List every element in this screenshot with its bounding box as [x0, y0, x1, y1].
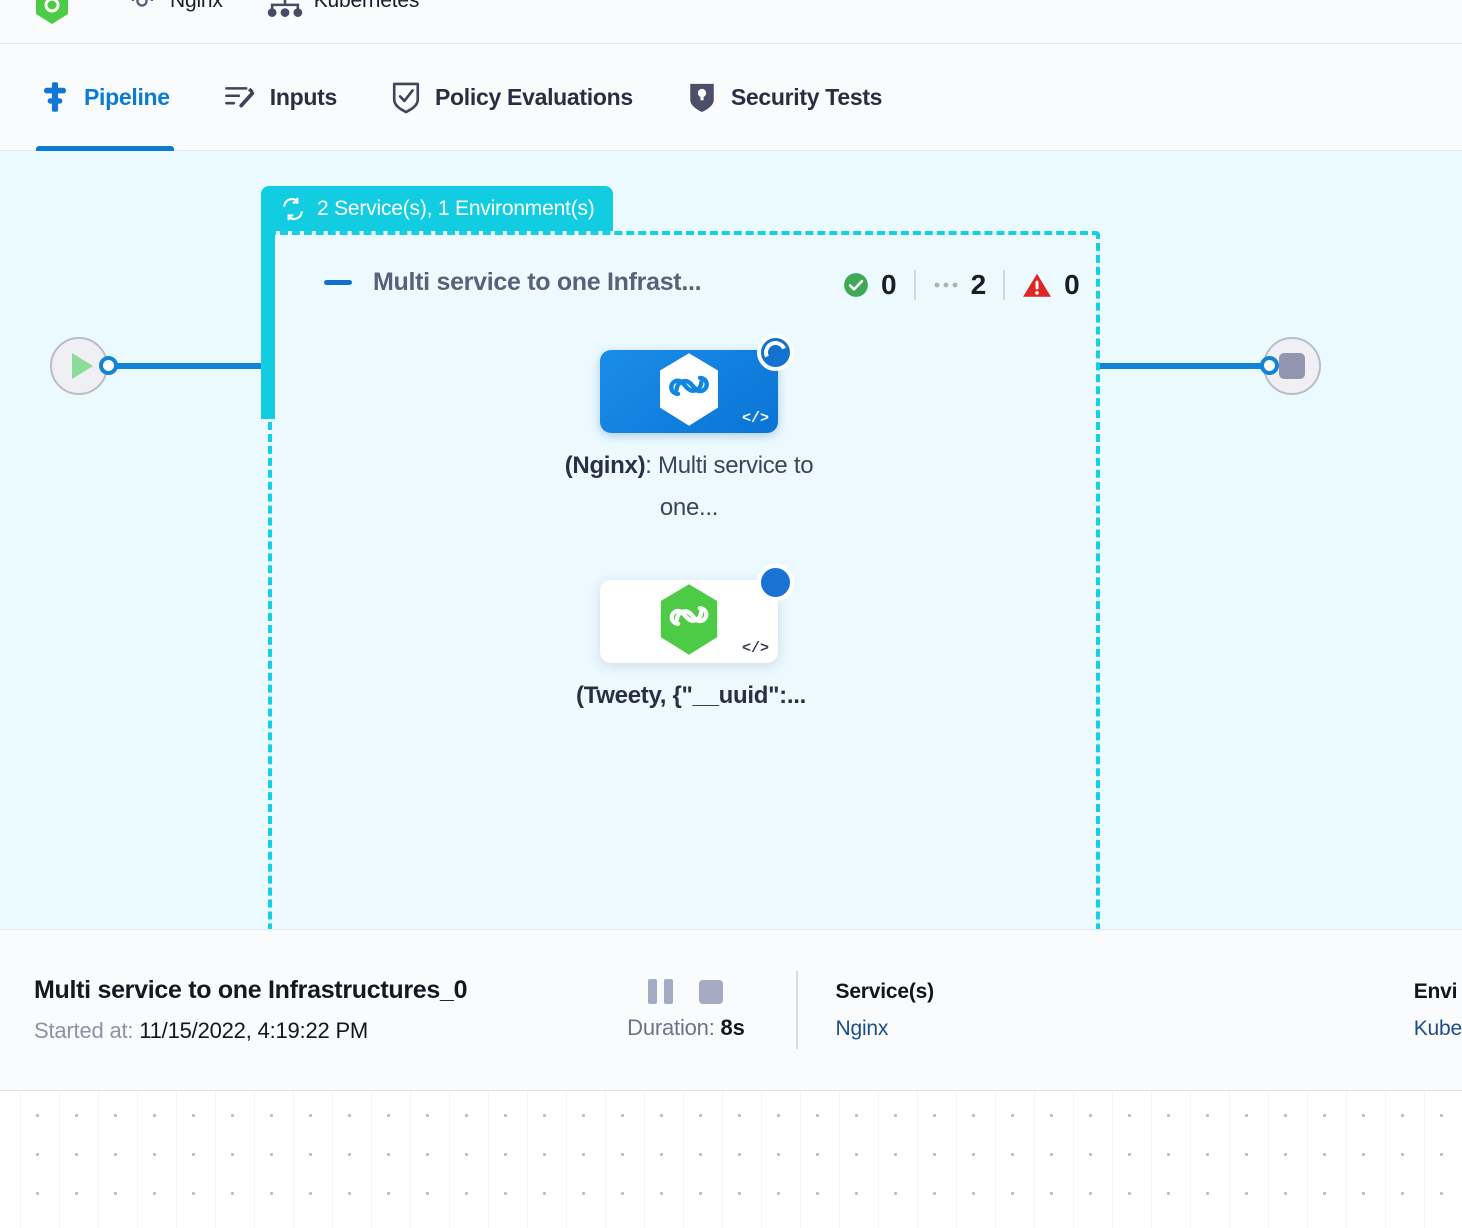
- counter-error: 0: [1005, 269, 1097, 301]
- duration-label: Duration:: [627, 1015, 715, 1040]
- breadcrumb-item-kubernetes[interactable]: Kubernetes: [267, 0, 419, 18]
- node-label-bold: (Tweety, {"__uuid":...: [576, 682, 806, 709]
- gear-icon: [131, 0, 154, 7]
- column-value-link[interactable]: Nginx: [835, 1016, 889, 1040]
- counter-success: 0: [843, 269, 914, 301]
- breadcrumb-item-service[interactable]: [34, 0, 81, 26]
- check-circle-green-icon: [844, 273, 868, 297]
- edge-group-to-end: [1098, 363, 1270, 369]
- breadcrumb-item-nginx[interactable]: Nginx: [125, 0, 223, 18]
- node-icon-wrap: [655, 351, 723, 432]
- breadcrumb-item-label: Kubernetes: [313, 0, 420, 12]
- status-circle-blue-icon: [757, 564, 794, 601]
- start-node-port[interactable]: [99, 356, 118, 375]
- started-value: 11/15/2022, 4:19:22 PM: [139, 1018, 369, 1043]
- status-counters: 0 2 0: [843, 269, 1097, 301]
- end-node[interactable]: [1263, 337, 1321, 395]
- code-brackets-icon[interactable]: </>: [741, 410, 769, 427]
- inputs-magic-wand-icon: [224, 87, 254, 108]
- hexagon-infinity-green-icon: [36, 0, 68, 24]
- play-icon: [71, 353, 93, 379]
- service-node-label-tweety: (Tweety, {"__uuid":...: [566, 675, 816, 717]
- column-header: Service(s): [835, 979, 935, 1003]
- service-node-tweety[interactable]: </>: [600, 564, 794, 663]
- pipeline-canvas[interactable]: 2 Service(s), 1 Environment(s) Multi ser…: [0, 151, 1462, 929]
- group-tab-stem: [261, 229, 275, 419]
- warning-triangle-red-icon: [1023, 273, 1052, 297]
- pipeline-icon: [43, 82, 67, 112]
- group-header[interactable]: Multi service to one Infrast...: [324, 268, 702, 297]
- breadcrumb-item-label: Nginx: [170, 0, 223, 12]
- execution-detail-panel: Multi service to one Infrastructures_0 S…: [0, 929, 1462, 1091]
- tab-label: Security Tests: [730, 83, 883, 110]
- execution-title: Multi service to one Infrastructures_0: [34, 976, 468, 1004]
- tab-label: Inputs: [269, 83, 338, 110]
- breadcrumb-bar: Nginx Kubernetes: [0, 0, 1462, 44]
- dot-grid-canvas[interactable]: [0, 1091, 1462, 1228]
- tab-inputs[interactable]: Inputs: [220, 44, 341, 151]
- tab-label: Pipeline: [84, 83, 170, 110]
- counter-value: 2: [970, 269, 987, 300]
- group-title: Multi service to one Infrast...: [373, 268, 702, 296]
- duration-value: 8s: [720, 1015, 745, 1040]
- execution-summary: Multi service to one Infrastructures_0 S…: [0, 976, 576, 1044]
- group-tab[interactable]: 2 Service(s), 1 Environment(s): [261, 186, 613, 231]
- counter-divider: [1003, 270, 1006, 300]
- code-brackets-icon[interactable]: </>: [741, 640, 769, 657]
- service-node-label-nginx: (Nginx): Multi service to one...: [564, 445, 814, 529]
- hexagon-infinity-blue-icon: [660, 352, 718, 426]
- node-label-rest: : Multi service to one...: [645, 452, 814, 521]
- tab-pipeline[interactable]: Pipeline: [36, 44, 174, 151]
- spinner-running-icon: [757, 334, 794, 371]
- counter-pending: 2: [916, 269, 1004, 301]
- execution-duration: Duration: 8s: [627, 1015, 745, 1041]
- detail-column-environments: Envi Kube: [1376, 980, 1462, 1041]
- node-icon-wrap: [656, 582, 722, 661]
- detail-column-services: Service(s) Nginx: [798, 980, 1376, 1041]
- counter-value: 0: [1064, 269, 1080, 300]
- end-node-port[interactable]: [1260, 356, 1279, 375]
- column-value-link[interactable]: Kube: [1413, 1016, 1462, 1040]
- dots-pending-icon: [934, 282, 957, 288]
- pause-icon[interactable]: [648, 979, 674, 1004]
- counter-value: 0: [881, 269, 897, 300]
- kubernetes-icon: [267, 0, 302, 17]
- execution-controls: Duration: 8s: [576, 979, 795, 1041]
- tab-policy-evaluations[interactable]: Policy Evaluations: [387, 44, 637, 151]
- minus-collapse-icon[interactable]: [324, 280, 352, 285]
- panel-divider: [795, 971, 798, 1049]
- edge-start-to-group: [110, 363, 275, 369]
- service-node-nginx[interactable]: </>: [600, 334, 794, 433]
- loop-matrix-icon: [283, 197, 303, 220]
- execution-started: Started at: 11/15/2022, 4:19:22 PM: [34, 1018, 576, 1044]
- started-label: Started at:: [34, 1018, 134, 1043]
- control-buttons: [648, 979, 724, 1004]
- node-label-bold: (Nginx): [564, 452, 646, 479]
- group-tab-label: 2 Service(s), 1 Environment(s): [317, 196, 595, 220]
- shield-check-icon: [392, 82, 420, 114]
- tab-security-tests[interactable]: Security Tests: [683, 44, 886, 151]
- stop-square-icon: [1279, 353, 1305, 379]
- shield-lock-icon: [690, 83, 714, 113]
- column-header: Envi: [1413, 979, 1458, 1003]
- stop-icon[interactable]: [699, 979, 724, 1004]
- tab-bar: Pipeline Inputs Policy Evaluations: [0, 44, 1462, 151]
- counter-divider: [913, 270, 916, 300]
- hexagon-infinity-green-icon: [660, 583, 718, 655]
- tab-label: Policy Evaluations: [435, 83, 633, 110]
